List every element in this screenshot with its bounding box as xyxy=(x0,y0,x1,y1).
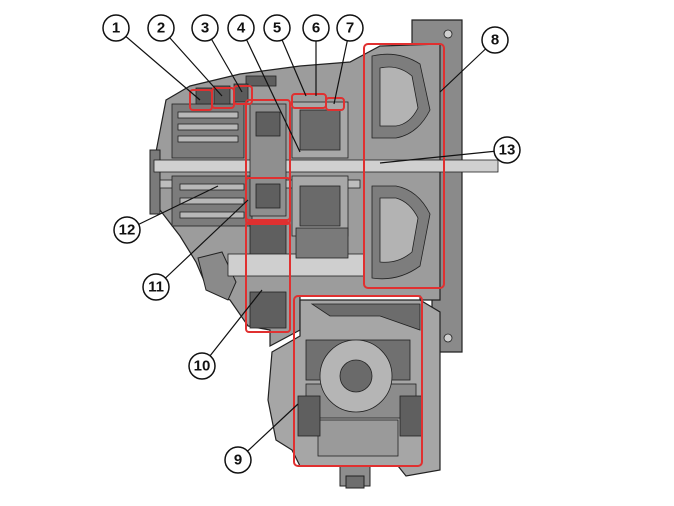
callout-7: 7 xyxy=(336,14,364,42)
callout-9: 9 xyxy=(224,446,252,474)
callout-12: 12 xyxy=(113,216,141,244)
highlight-3 xyxy=(233,85,253,105)
leader-lines xyxy=(115,27,508,461)
callouts: 1 2 3 4 5 6 7 8 xyxy=(102,14,521,474)
highlight-9 xyxy=(293,295,423,467)
callout-1: 1 xyxy=(102,14,130,42)
highlight-regions xyxy=(189,43,445,467)
callout-6-label: 6 xyxy=(312,20,320,37)
callout-2: 2 xyxy=(147,14,175,42)
callout-8-label: 8 xyxy=(491,32,499,49)
callout-10: 10 xyxy=(188,352,216,380)
callout-13-label: 13 xyxy=(499,142,516,159)
callout-11: 11 xyxy=(142,273,170,301)
callout-1-label: 1 xyxy=(112,20,120,37)
callout-12-label: 12 xyxy=(119,222,136,239)
callout-10-label: 10 xyxy=(194,358,211,375)
callout-5-label: 5 xyxy=(273,20,281,37)
highlight-8 xyxy=(363,43,445,289)
callout-6: 6 xyxy=(302,14,330,42)
callout-11-label: 11 xyxy=(148,279,164,296)
callout-2-label: 2 xyxy=(157,20,165,37)
callout-13: 13 xyxy=(493,136,521,164)
callout-4: 4 xyxy=(227,14,255,42)
highlight-11-12 xyxy=(245,177,291,225)
callout-3: 3 xyxy=(191,14,219,42)
callout-4-label: 4 xyxy=(237,20,246,37)
callout-5: 5 xyxy=(263,14,291,42)
callout-9-label: 9 xyxy=(234,452,242,469)
callout-3-label: 3 xyxy=(201,20,209,37)
callout-7-label: 7 xyxy=(346,20,354,37)
highlight-4 xyxy=(245,99,291,221)
callout-8: 8 xyxy=(481,26,509,54)
internal-components xyxy=(153,29,499,457)
highlight-10 xyxy=(245,221,291,333)
